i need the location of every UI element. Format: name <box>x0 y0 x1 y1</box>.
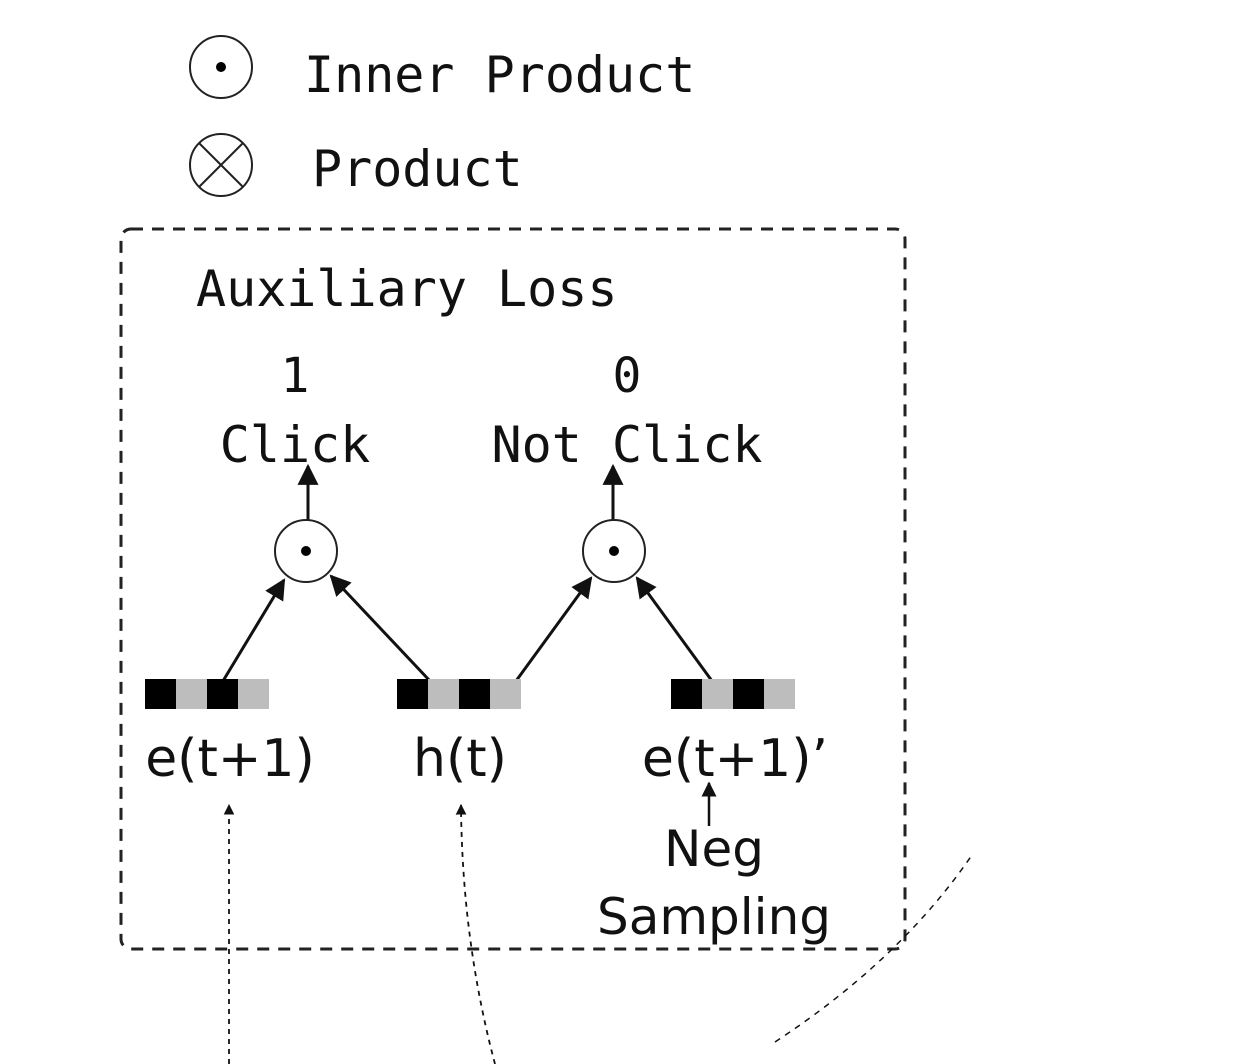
positive-target-value: 1 <box>281 348 310 404</box>
negative-sampling-line2: Sampling <box>597 888 831 946</box>
positive-target-label: Click <box>220 416 371 474</box>
negative-inner-product-icon <box>582 519 646 583</box>
auxiliary-loss-box <box>119 227 907 951</box>
legend-inner-product-label: Inner Product <box>304 46 695 104</box>
negative-embedding-label: e(t+1)’ <box>642 729 828 789</box>
inner-product-icon <box>189 35 253 99</box>
negative-target-value: 0 <box>613 348 642 404</box>
positive-embedding-label: e(t+1) <box>145 729 315 789</box>
product-icon <box>189 133 253 197</box>
negative-embedding-vector <box>671 679 795 709</box>
positive-inner-product-icon <box>274 519 338 583</box>
hidden-state-vector <box>397 679 521 709</box>
negative-target-label: Not Click <box>492 416 763 474</box>
hidden-state-label: h(t) <box>413 729 507 789</box>
arrow-neg-emb-to-node <box>635 576 714 682</box>
auxiliary-loss-title: Auxiliary Loss <box>196 260 617 318</box>
incoming-dashed-arrow-hidden <box>455 803 496 1064</box>
negative-sampling-line1: Neg <box>664 820 764 878</box>
legend: Inner Product Product <box>189 35 695 198</box>
legend-product-label: Product <box>312 140 523 198</box>
arrow-pos-emb-to-node <box>221 578 286 682</box>
positive-embedding-vector <box>145 679 269 709</box>
background-dashed-curve <box>774 854 973 1043</box>
arrow-hidden-to-neg-node <box>514 576 593 682</box>
arrow-hidden-to-pos-node <box>329 574 432 683</box>
